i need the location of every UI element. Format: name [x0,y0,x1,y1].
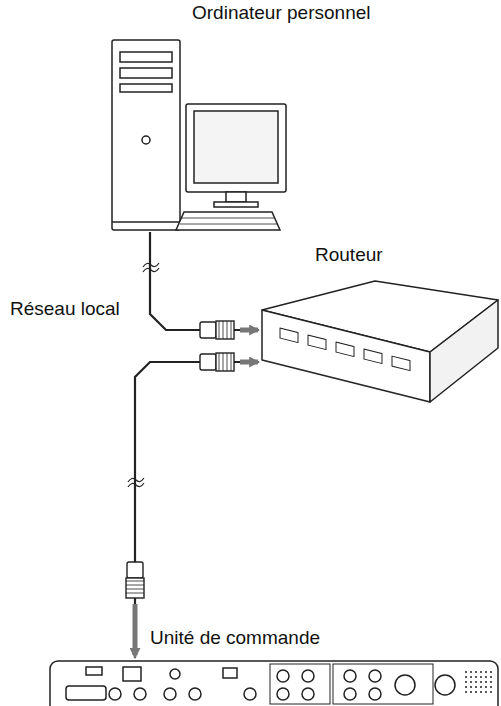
pc-monitor [186,104,286,207]
speaker-hole [470,671,472,673]
speaker-hole [465,676,467,678]
rj45-plug [126,562,144,598]
jack [134,688,146,700]
cable-break [128,478,144,487]
network-cable [150,232,259,330]
speaker-hole [490,681,492,683]
jack [369,688,381,700]
speaker-hole [470,681,472,683]
speaker-hole [485,691,487,693]
arrow-shaft [133,604,138,655]
speaker-hole [480,691,482,693]
speaker-hole [485,681,487,683]
arrow-shaft [240,360,258,365]
router-device-box: Routeur [255,280,500,404]
control-unit-rear [50,661,498,706]
jack [302,670,314,682]
cable-break [143,263,159,272]
device-label: Routeur [313,244,385,266]
pc-keyboard [176,212,280,230]
jack [344,670,356,682]
jack [109,688,121,700]
speaker-hole [480,681,482,683]
device-label: Ordinateur personnel [190,2,373,24]
router-device [262,281,498,402]
router-port [336,342,354,356]
router-port [280,328,298,342]
control-unit-box: Unité de commande [48,660,500,706]
din-jack [435,675,455,695]
jack [369,670,381,682]
speaker-hole [485,686,487,688]
jack [302,688,314,700]
router-port [364,349,382,363]
speaker-hole [470,676,472,678]
jack [189,688,201,700]
speaker-hole [480,671,482,673]
speaker-hole [470,686,472,688]
computer-device: Ordinateur personnel [112,40,286,232]
jack [277,688,289,700]
speaker-hole [465,671,467,673]
speaker-hole [480,676,482,678]
speaker-hole [480,686,482,688]
jack [344,688,356,700]
router-port [308,335,326,349]
speaker-hole [490,671,492,673]
speaker-hole [470,691,472,693]
network-label: Réseau local [8,298,122,320]
din-jack [395,675,415,695]
speaker-hole [475,686,477,688]
arrow-shaft [240,328,258,333]
rj45-plug [200,321,234,339]
speaker-hole [490,691,492,693]
speaker-hole [490,686,492,688]
network-cable [135,362,259,658]
speaker-hole [465,686,467,688]
speaker-hole [490,676,492,678]
rj45-plug [200,353,234,371]
jack [164,688,176,700]
speaker-hole [475,681,477,683]
speaker-hole [485,676,487,678]
speaker-hole [465,681,467,683]
speaker-hole [485,671,487,673]
pc-tower [112,40,180,230]
router-port [392,356,410,370]
speaker-hole [475,676,477,678]
speaker-hole [475,671,477,673]
jack [277,670,289,682]
speaker-hole [465,691,467,693]
device-label: Unité de commande [148,627,322,649]
speaker-hole [475,691,477,693]
